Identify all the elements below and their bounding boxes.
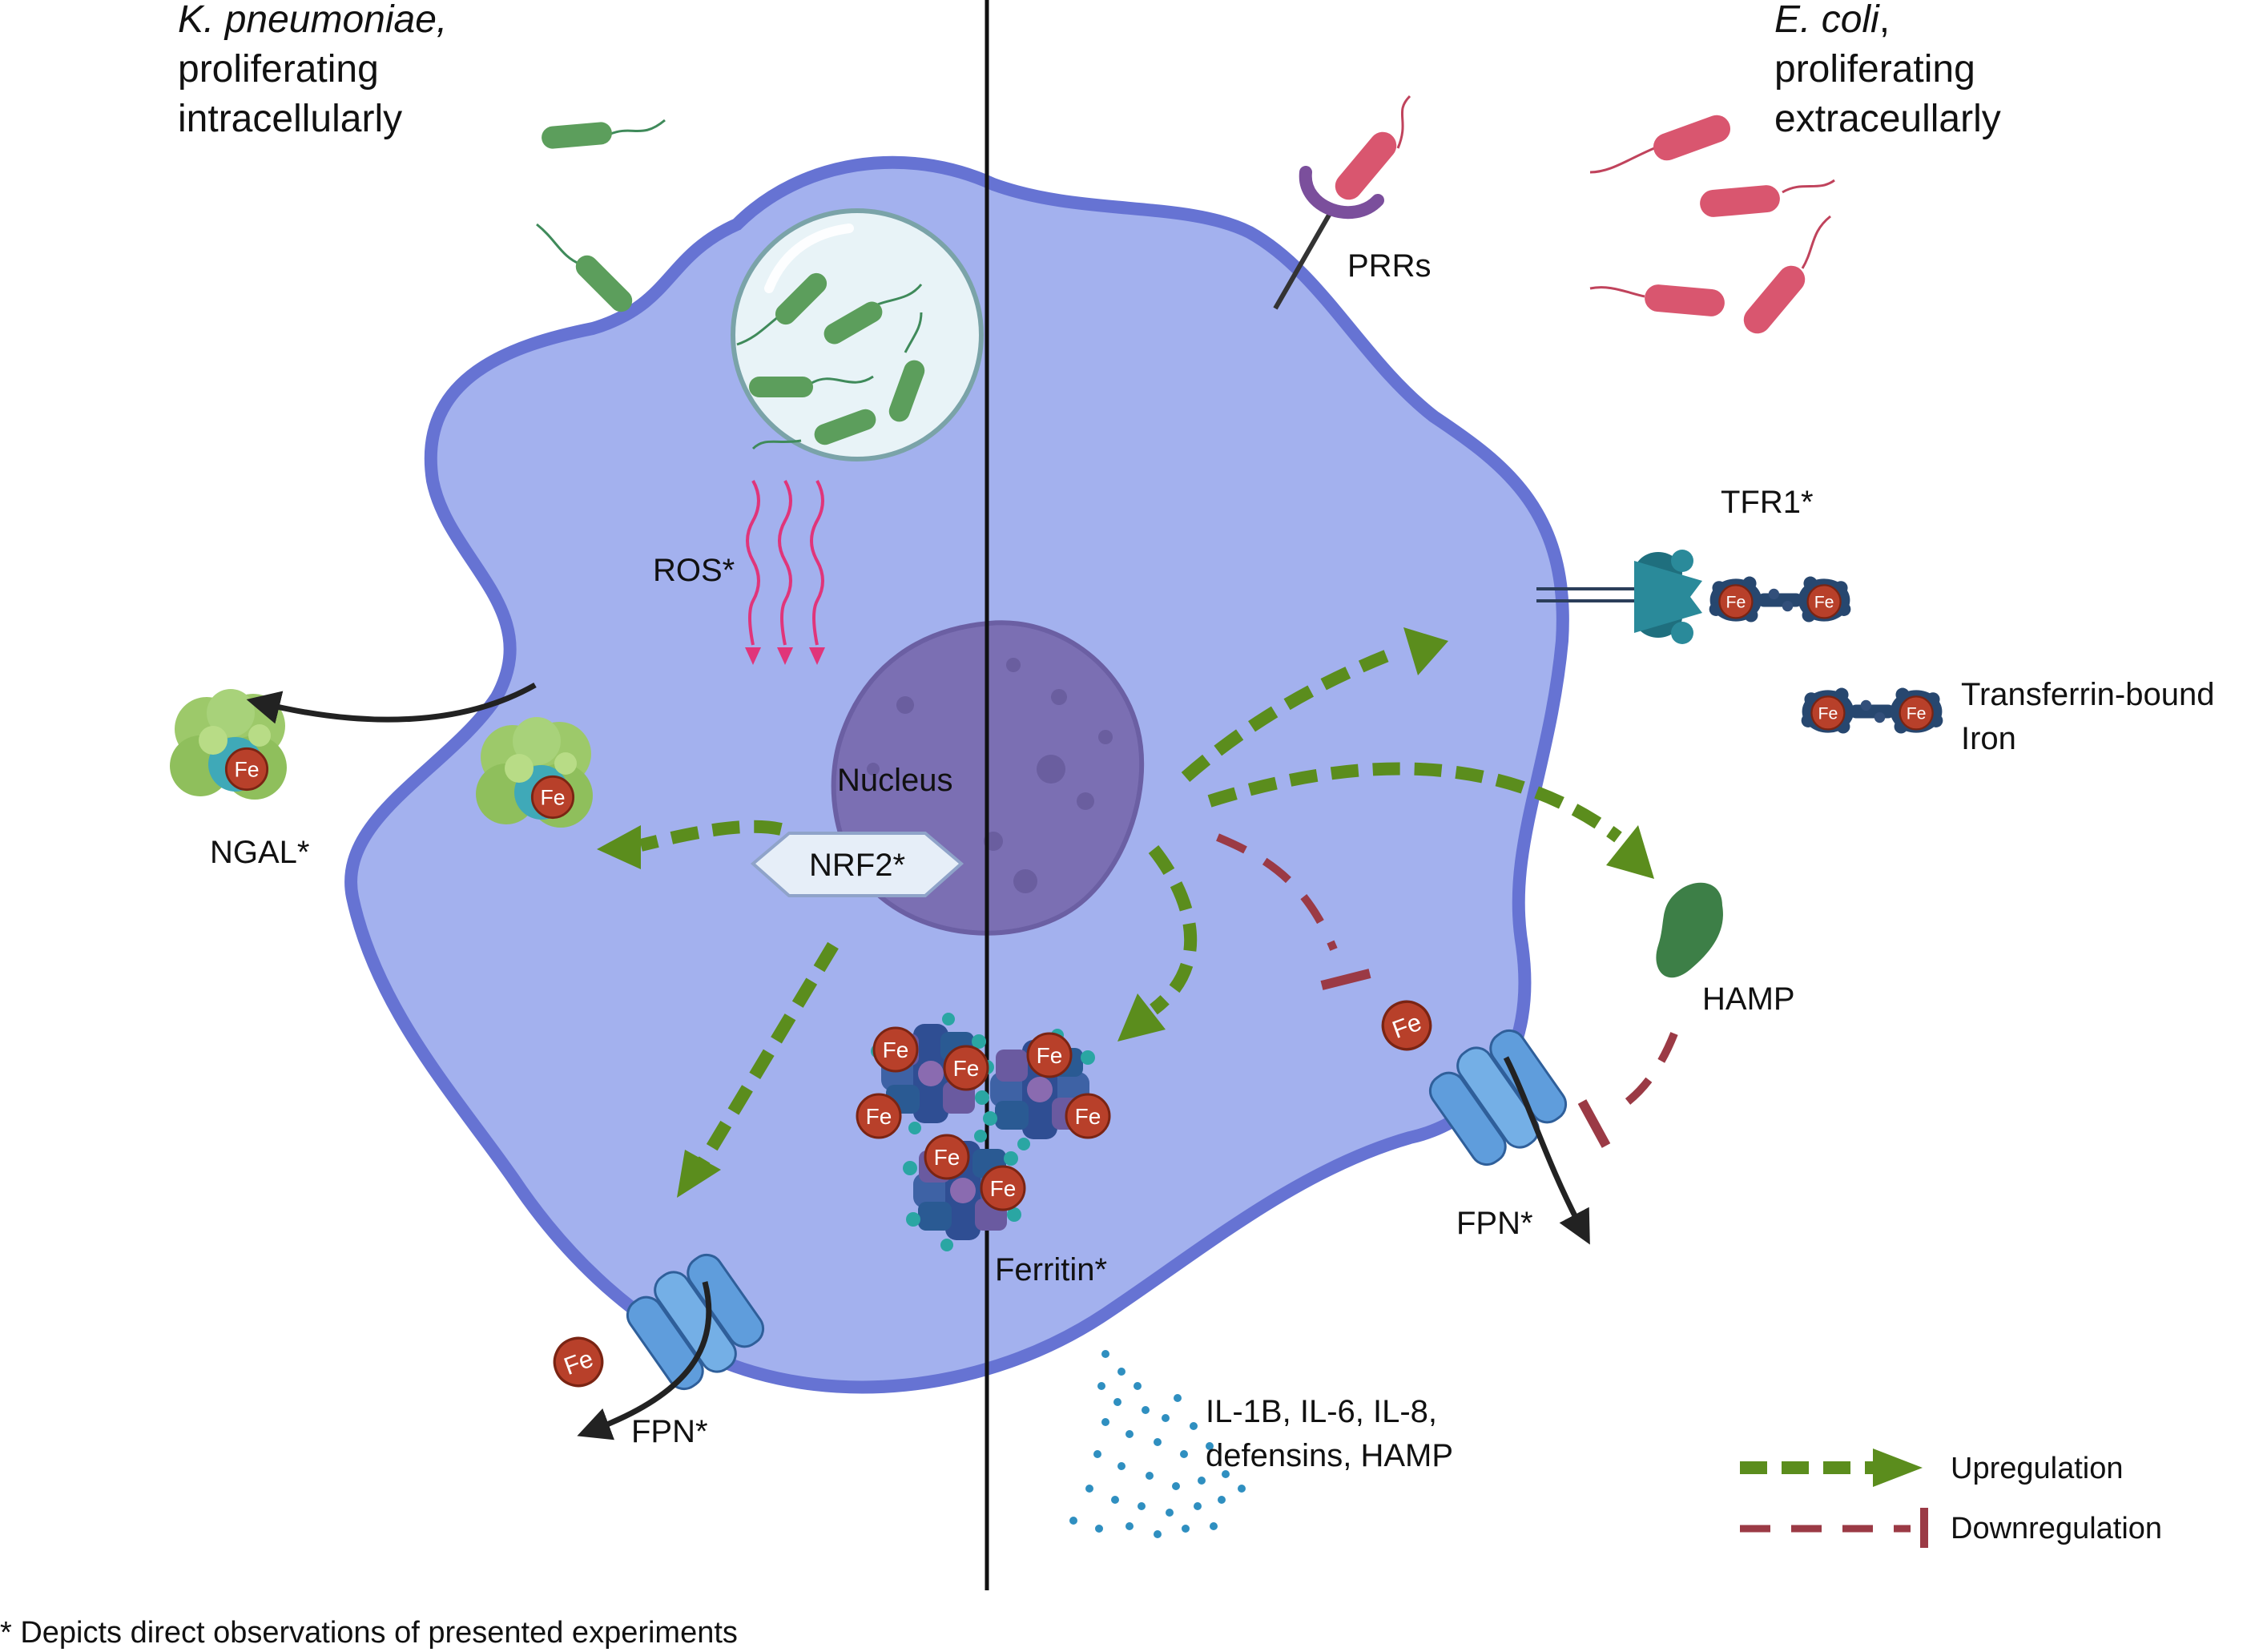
ros-label: ROS* [653, 553, 735, 588]
right-header-italic: E. coli [1774, 0, 1880, 41]
upregulation-arrow-ngal [597, 820, 783, 869]
transferrin-label-line1: Transferrin-bound [1961, 677, 2214, 712]
tfr1-label: TFR1* [1721, 485, 1814, 520]
k-pneumoniae-bacterium [542, 119, 666, 149]
right-header-comma: , [1879, 0, 1890, 41]
e-coli-bacterium [1589, 115, 1731, 174]
iron-ion [924, 1134, 970, 1180]
footnote: * Depicts direct observations of present… [0, 1616, 738, 1650]
left-header-line2: proliferating [178, 48, 379, 91]
ngal-intracellular [476, 717, 593, 828]
e-coli-bacterium [1589, 284, 1725, 316]
upregulation-arrow-tfr1 [1181, 627, 1448, 783]
iron-export-arrow-right [1503, 1056, 1590, 1245]
iron-ion [943, 1045, 989, 1091]
iron-export-arrow-left [577, 1281, 712, 1440]
upregulation-arrow-hamp [1207, 762, 1654, 879]
cytokines-label-line1: IL-1B, IL-6, IL-8, [1206, 1394, 1437, 1429]
hamp-label: HAMP [1702, 981, 1795, 1017]
iron-ion [1026, 1032, 1073, 1078]
left-header-line3: intracellularly [178, 98, 402, 140]
intracellular-bacterium [749, 375, 874, 397]
phagosome-vacuole [731, 208, 984, 461]
transferrin-bound-iron [1709, 577, 1851, 623]
legend-downregulation-label: Downregulation [1951, 1512, 2162, 1545]
right-header-line2: proliferating [1774, 48, 1975, 91]
prrs-label: PRRs [1347, 248, 1431, 284]
iron-ion [546, 1330, 610, 1394]
nrf2-shape [750, 832, 964, 897]
hepcidin-hamp [1656, 882, 1723, 978]
transferrin-label-line2: Iron [1961, 721, 2016, 756]
fpn-left-label: FPN* [631, 1414, 708, 1449]
k-pneumoniae-bacterium [536, 223, 633, 312]
iron-ion [980, 1165, 1026, 1211]
iron-ion [872, 1026, 919, 1073]
ngal-secretion-arrow [246, 682, 537, 724]
fpn-right-label: FPN* [1456, 1206, 1533, 1241]
left-header-line1: K. pneumoniae, [178, 0, 447, 41]
legend-upregulation-swatch [1740, 1449, 1923, 1487]
nucleus-label: Nucleus [837, 763, 953, 798]
intracellular-bacterium [888, 312, 925, 422]
right-header-line3: extraceullarly [1774, 98, 2001, 140]
downregulation-arrow-fpn [1216, 833, 1371, 990]
legend-upregulation-label: Upregulation [1951, 1452, 2123, 1485]
upregulation-arrow-fpn-left [677, 941, 839, 1198]
intracellular-bacterium [736, 272, 828, 346]
e-coli-bacterium [1700, 179, 1835, 217]
ros-signal [745, 480, 825, 665]
ferritin-label: Ferritin* [995, 1252, 1107, 1287]
legend-downregulation-swatch [1740, 1508, 1928, 1548]
prr-receptor [1273, 166, 1384, 310]
intracellular-bacterium [751, 409, 876, 450]
transferrin-bound-iron [1802, 688, 1943, 734]
iron-ion [1065, 1093, 1111, 1139]
downregulation-arrow-hamp-fpn [1577, 1032, 1678, 1148]
e-coli-bacterium [1335, 95, 1411, 200]
nrf2-label: NRF2* [809, 848, 905, 883]
intracellular-bacterium [823, 284, 923, 345]
upregulation-arrow-ferritin [1117, 845, 1198, 1042]
legend: Upregulation Downregulation [1740, 1449, 2162, 1548]
cytokines-label-line2: defensins, HAMP [1206, 1438, 1453, 1473]
tfr1-receptor [1536, 550, 1702, 644]
iron-ion [856, 1093, 902, 1139]
e-coli-bacterium [1743, 215, 1831, 334]
right-header-line1: E. coli, [1774, 0, 1890, 41]
ngal-label: NGAL* [210, 835, 310, 870]
cytokine-secretion [1069, 1350, 1246, 1538]
